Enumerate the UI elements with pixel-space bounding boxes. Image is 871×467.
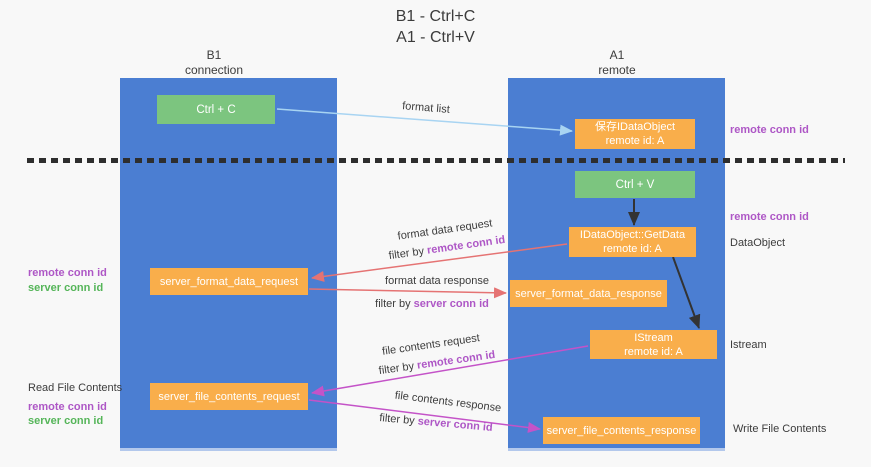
format-list-label: format list (401, 100, 451, 116)
annotation-istream: Istream (730, 339, 767, 351)
annotation-read-file-contents: Read File Contents (28, 382, 123, 394)
server-format-data-response-label: server_format_data_response (515, 287, 662, 300)
copy-paste-divider (27, 158, 845, 163)
annotation-format-server-conn-id: server conn id (28, 282, 104, 294)
server-format-data-request-label: server_format_data_request (159, 275, 299, 288)
filter-key-remote-conn-id: remote conn id (426, 233, 506, 257)
server-file-contents-response-label: server_file_contents_response (546, 424, 697, 437)
filter-key-server-conn-id: server conn id (417, 415, 494, 434)
lifeline-a1-subtitle: remote (598, 63, 636, 77)
lifeline-header-a1: A1 remote (527, 48, 707, 78)
annotation-write-file-contents: Write File Contents (733, 423, 827, 435)
lifeline-a1-title: A1 (609, 48, 625, 62)
save-dataobject-line2: remote id: A (605, 135, 665, 147)
server-format-data-request-box: server_format_data_request (150, 268, 308, 295)
format-data-response-arrow (308, 287, 507, 299)
ctrl-c-box: Ctrl + C (157, 95, 275, 124)
save-dataobject-line1: 保存IDataObject (594, 121, 676, 133)
annotation-dataobject: DataObject (730, 237, 786, 249)
istream-box: IStream remote id: A (590, 330, 717, 359)
file-contents-response-filter-label: filter by server conn id (379, 412, 493, 434)
getdata-line2: remote id: A (603, 243, 662, 255)
getdata-box: IDataObject::GetData remote id: A (569, 227, 696, 257)
annotation-remote-conn-id-paste: remote conn id (730, 211, 809, 223)
ctrl-v-box: Ctrl + V (575, 171, 695, 198)
filter-by-text: filter by (378, 359, 418, 378)
getdata-line1: IDataObject::GetData (579, 229, 686, 241)
istream-line1: IStream (634, 331, 673, 344)
filter-key-remote-conn-id: remote conn id (416, 348, 496, 372)
server-file-contents-request-label: server_file_contents_request (158, 390, 300, 403)
lifeline-header-b1: B1 connection (124, 48, 304, 78)
filter-by-text: filter by (388, 244, 428, 263)
annotation-remote-conn-id-copy: remote conn id (730, 124, 809, 136)
server-file-contents-response-box: server_file_contents_response (543, 417, 700, 444)
save-dataobject-box: 保存IDataObject remote id: A (575, 119, 695, 149)
title-line-2: A1 - Ctrl+V (396, 29, 475, 46)
format-data-response-label: format data response (385, 275, 489, 287)
istream-line2: remote id: A (624, 345, 683, 358)
annotation-file-server-conn-id: server conn id (28, 415, 104, 427)
server-format-data-response-box: server_format_data_response (510, 280, 667, 307)
file-contents-response-label: file contents response (394, 389, 502, 415)
ctrl-v-label: Ctrl + V (615, 178, 655, 191)
title-line-1: B1 - Ctrl+C (395, 8, 476, 25)
ctrl-c-label: Ctrl + C (196, 103, 236, 116)
annotation-format-remote-conn-id: remote conn id (28, 267, 107, 279)
filter-by-text: filter by (375, 298, 414, 310)
server-file-contents-request-box: server_file_contents_request (150, 383, 308, 410)
annotation-file-remote-conn-id: remote conn id (28, 401, 107, 413)
lifeline-b1-title: B1 (206, 48, 222, 62)
filter-key-server-conn-id: server conn id (413, 298, 489, 310)
format-data-response-filter-label: filter by server conn id (375, 298, 489, 310)
lifeline-b1-subtitle: connection (184, 63, 244, 77)
filter-by-text: filter by (378, 412, 419, 428)
diagram-title: B1 - Ctrl+C A1 - Ctrl+V (0, 6, 871, 48)
